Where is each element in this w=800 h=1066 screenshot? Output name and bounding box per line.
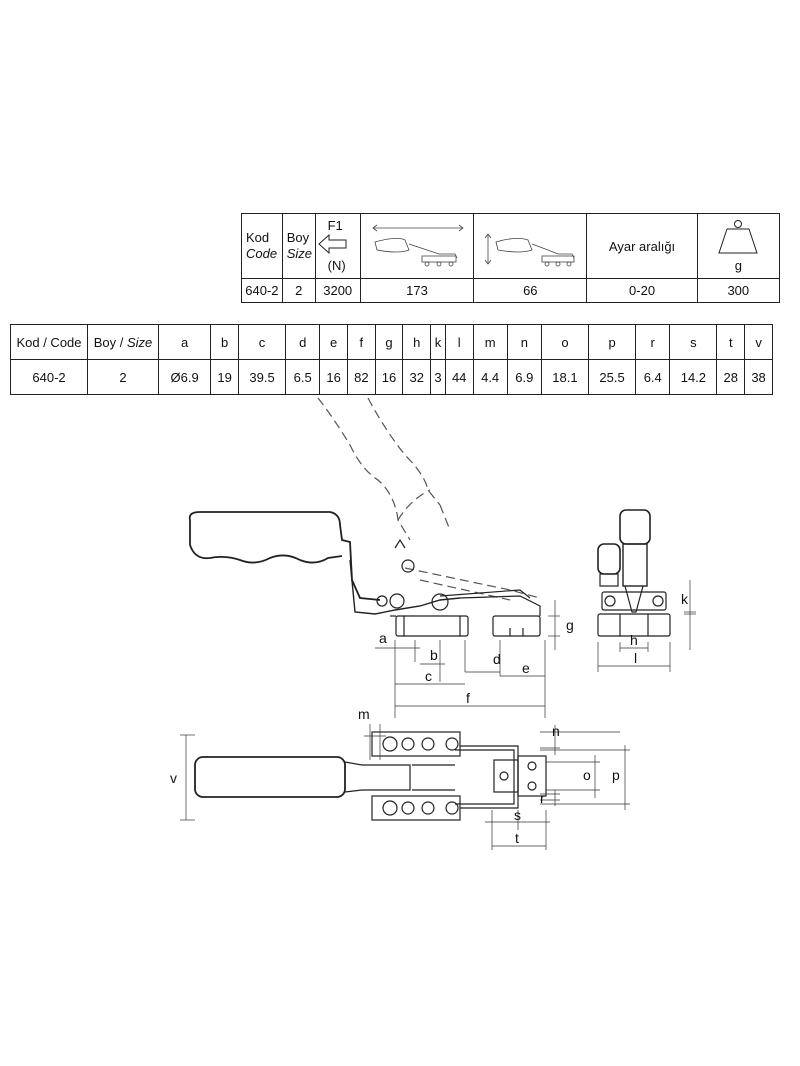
dim-label-e: e [522,660,530,676]
dim-cell: 6.5 [285,359,321,395]
dim-cell: 39.5 [237,359,287,395]
dim-header: b [210,324,239,360]
dimension-table: Kod / Code Boy / Size a b c d e f g h k … [10,324,773,395]
dim-label-l: l [634,650,637,666]
size-label: Size [286,246,313,261]
dim-header: f [346,324,376,360]
clamp-technical-drawing: a b c d e f g h k l m n o p r s t v [170,397,696,850]
dim-cell: 4.4 [472,359,508,395]
dim-cell: 6.4 [635,359,671,395]
dim-cell: 44 [444,359,474,395]
spec-table: Kod Code Boy Size F1 (N) [241,213,781,303]
kod-code-header: Kod / Code [10,324,88,360]
dim-cell: 16 [374,359,404,395]
dim-header: n [506,324,542,360]
dim-label-v: v [170,770,177,786]
dim-label-c: c [425,668,432,684]
dim-header: p [588,324,637,360]
boy-label: Boy / [93,334,127,350]
dim-label-r: r [540,790,545,806]
dim-header: v [744,324,773,360]
dim-header: m [472,324,508,360]
dim-cell: 19 [210,359,239,395]
size-label: Size [126,334,153,350]
dim-header: r [635,324,671,360]
spec-cell: 640-2 [241,278,283,303]
weight-icon [718,220,759,254]
dim-label-b: b [430,647,438,663]
dim-header: c [237,324,287,360]
open-position-outline [317,397,541,601]
dim-cell: 2 [87,359,159,395]
vertical-travel-header [473,213,588,279]
spec-cell: 66 [473,278,588,303]
dim-cell: 14.2 [669,359,718,395]
boy-label: Boy [286,230,310,245]
dim-label-a: a [379,630,387,646]
dim-cell: 6.9 [506,359,542,395]
boy-size-header: Boy / Size [87,324,159,360]
dim-cell: 25.5 [588,359,637,395]
spec-cell: 300 [696,278,781,303]
dim-label-n: n [552,723,560,739]
dim-cell: 28 [716,359,746,395]
top-view-clamp [194,731,547,821]
weight-header: g [696,213,781,279]
dim-cell: 640-2 [10,359,88,395]
kod-label: Kod [246,230,270,245]
adjust-range-header: Ayar aralığı [586,213,698,279]
spec-cell: 3200 [314,278,361,303]
vertical-travel-icon [484,232,575,266]
dim-cell: 82 [346,359,376,395]
dim-header: o [540,324,590,360]
spec-cell: 0-20 [586,278,698,303]
dim-header: s [669,324,718,360]
f1-unit-label: (N) [327,258,346,273]
dim-cell: 32 [402,359,432,395]
dim-header: e [319,324,348,360]
dim-label-p: p [612,767,620,783]
dim-header: t [716,324,746,360]
dimension-labels: a b c d e f g h k l m n o p r s t v [170,591,689,846]
dim-label-t: t [515,830,519,846]
dim-header: l [444,324,474,360]
dim-header: d [285,324,321,360]
horizontal-travel-header [359,213,475,279]
dim-label-h: h [630,632,638,648]
dim-header: h [402,324,432,360]
dim-label-d: d [493,651,501,667]
dim-cell: 18.1 [540,359,590,395]
dim-header: k [430,324,446,360]
dim-cell: Ø6.9 [157,359,212,395]
arrow-left-icon [317,234,347,254]
weight-unit-label: g [734,258,742,273]
side-view-clamp [188,511,541,637]
dim-label-s: s [514,807,521,823]
dim-cell: 38 [744,359,773,395]
spec-cell: 2 [281,278,316,303]
dim-label-g: g [566,617,574,633]
dim-header: a [157,324,212,360]
dim-label-m: m [358,706,370,722]
f1-header: F1 (N) [314,213,361,279]
kod-code-header: Kod Code [241,213,283,279]
horizontal-travel-icon [372,224,464,266]
code-label: Code [246,246,278,261]
spec-cell: 173 [359,278,475,303]
boy-size-header: Boy Size [281,213,316,279]
dimension-lines [180,580,696,850]
dim-label-o: o [583,767,591,783]
dim-label-k: k [681,591,689,607]
dim-label-f: f [466,690,470,706]
dim-header: g [374,324,404,360]
dim-cell: 16 [319,359,348,395]
front-view-clamp [597,509,671,637]
dim-cell: 3 [430,359,446,395]
f1-label: F1 [327,218,343,233]
